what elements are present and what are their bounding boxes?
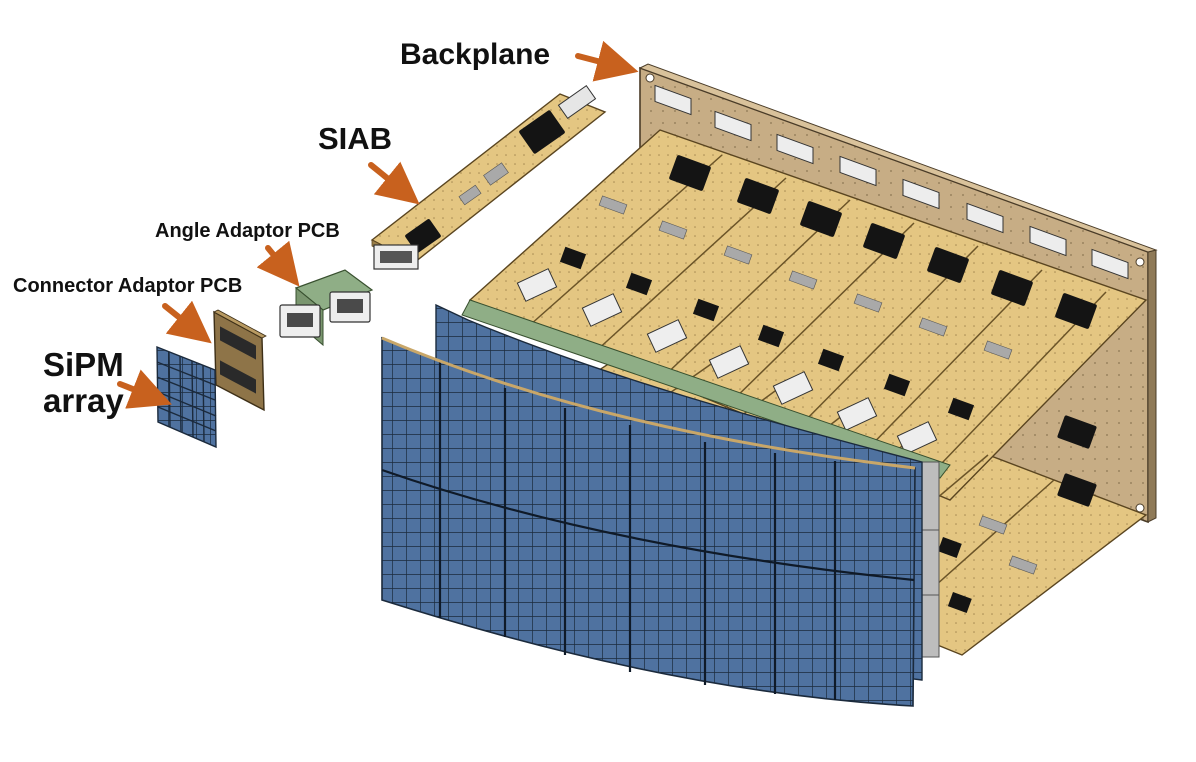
arrow-connector-adaptor	[162, 300, 212, 344]
angle-adaptor-pcb	[279, 269, 374, 347]
label-connector-adaptor-pcb: Connector Adaptor PCB	[13, 275, 243, 297]
arrow-backplane	[575, 40, 639, 82]
label-angle-adaptor-pcb: Angle Adaptor PCB	[155, 220, 340, 242]
arrow-angle-adaptor	[256, 240, 300, 287]
label-sipm-line1: SiPM	[43, 346, 124, 383]
connector-adaptor-pcb	[213, 309, 267, 412]
label-siab: SIAB	[318, 121, 393, 156]
siab-board	[370, 84, 607, 270]
label-backplane: Backplane	[400, 38, 551, 71]
label-sipm-array: SiPM array	[43, 347, 124, 418]
sipm-tile-wall	[381, 303, 923, 707]
arrow-sipm-array	[117, 369, 172, 409]
sipm-array-tile	[156, 345, 217, 449]
arrow-siab	[368, 161, 420, 205]
label-sipm-line2: array	[43, 381, 124, 419]
